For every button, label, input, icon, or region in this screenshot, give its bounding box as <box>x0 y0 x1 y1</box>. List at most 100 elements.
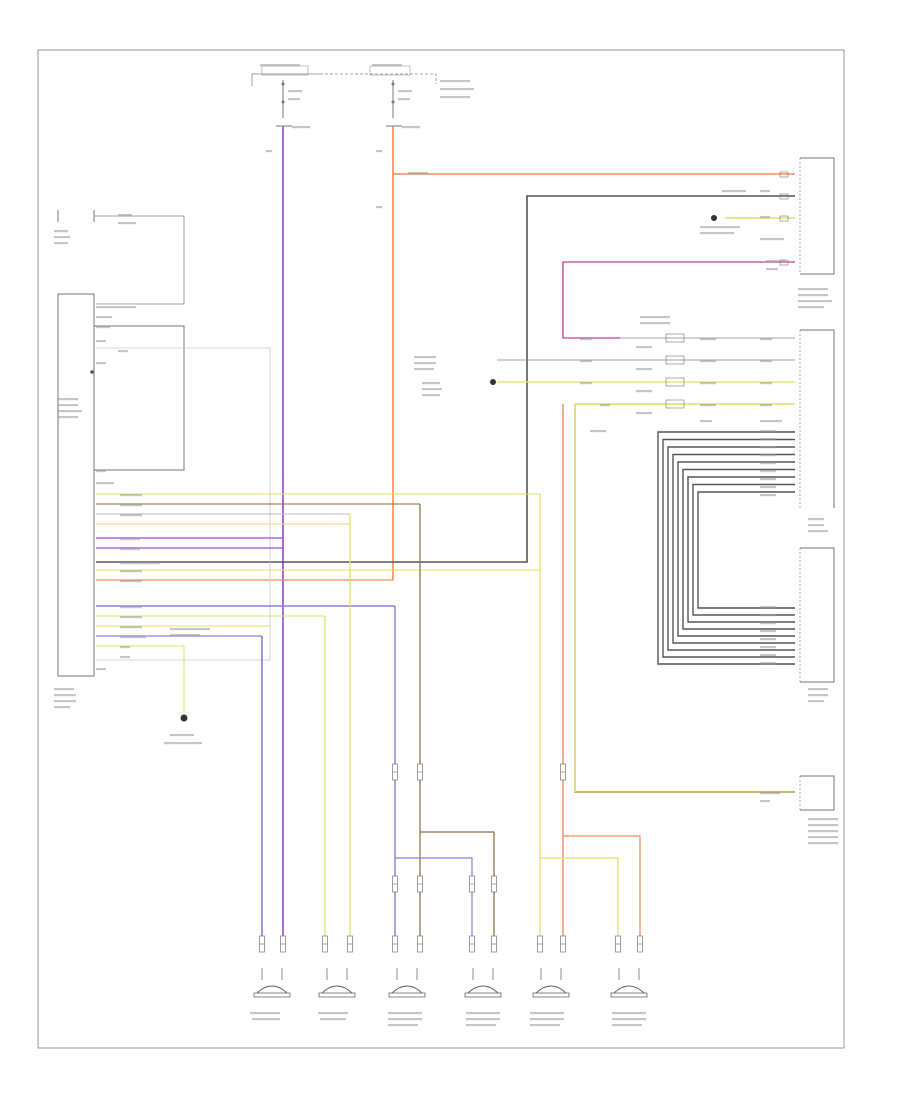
label-mark <box>120 494 142 497</box>
label-mark <box>808 842 838 845</box>
label-mark <box>266 150 272 153</box>
label-mark <box>54 242 68 245</box>
fuse-icon <box>665 377 685 387</box>
label-mark <box>440 96 470 99</box>
connector-icon <box>779 193 789 200</box>
connector-icon <box>779 215 789 222</box>
label-mark <box>700 226 740 229</box>
diagram-frame <box>37 49 845 1049</box>
label-mark <box>170 628 210 631</box>
speaker-base <box>610 992 648 998</box>
label-mark <box>798 288 828 291</box>
label-mark <box>54 700 76 703</box>
label-mark <box>466 1024 496 1027</box>
label-mark <box>164 742 202 745</box>
switch-group-middle <box>490 333 795 409</box>
label-mark <box>58 416 78 419</box>
label-mark <box>120 646 130 649</box>
fuse-top-left <box>251 65 320 127</box>
label-mark <box>808 524 824 527</box>
label-mark <box>260 64 300 67</box>
label-mark <box>760 654 776 657</box>
module-top-right <box>779 157 835 275</box>
label-mark <box>96 316 112 319</box>
label-mark <box>760 486 776 489</box>
label-mark <box>760 190 770 193</box>
label-mark <box>612 1018 646 1021</box>
label-mark <box>118 222 136 225</box>
label-mark <box>760 430 776 433</box>
label-mark <box>252 1018 280 1021</box>
label-mark <box>580 382 592 385</box>
label-mark <box>422 382 440 385</box>
label-mark <box>288 90 302 93</box>
label-mark <box>700 420 712 423</box>
label-mark <box>766 260 786 263</box>
label-mark <box>760 238 784 241</box>
label-mark <box>580 338 592 341</box>
bundle-wire <box>657 431 795 665</box>
label-mark <box>700 360 716 363</box>
label-mark <box>760 792 780 795</box>
label-mark <box>760 494 776 497</box>
label-mark <box>120 538 140 541</box>
label-mark <box>96 326 110 329</box>
label-mark <box>760 614 776 617</box>
speaker-base <box>388 992 426 998</box>
label-mark <box>808 518 824 521</box>
label-mark <box>760 420 782 423</box>
label-mark <box>318 1012 348 1015</box>
label-mark <box>58 404 78 407</box>
label-mark <box>96 482 114 485</box>
label-mark <box>54 236 70 239</box>
label-mark <box>530 1012 564 1015</box>
label-mark <box>170 734 194 737</box>
label-mark <box>466 1012 500 1015</box>
wire-pink-loop <box>562 261 795 339</box>
bundle-wire <box>697 491 795 609</box>
bundle-wire <box>667 446 795 651</box>
label-mark <box>808 530 828 533</box>
label-mark <box>398 90 412 93</box>
label-mark <box>760 404 772 407</box>
label-mark <box>636 390 652 393</box>
label-mark <box>580 360 592 363</box>
label-mark <box>120 570 142 573</box>
label-mark <box>798 294 828 297</box>
label-mark <box>292 126 310 129</box>
label-mark <box>760 646 776 649</box>
label-mark <box>760 360 772 363</box>
label-mark <box>414 368 434 371</box>
label-mark <box>422 388 442 391</box>
label-mark <box>96 306 136 309</box>
bundle-wire <box>692 483 795 616</box>
left-switch-top <box>57 210 185 305</box>
label-mark <box>798 306 824 309</box>
label-mark <box>414 362 436 365</box>
inline-connectors <box>259 763 643 953</box>
label-mark <box>760 454 776 457</box>
wire-bundle-amplifier <box>657 431 795 665</box>
label-mark <box>760 438 776 441</box>
wire-speaker-4a <box>395 857 473 940</box>
label-mark <box>54 230 68 233</box>
label-mark <box>640 322 670 325</box>
bundle-wire <box>687 476 795 623</box>
wire-speaker-4b <box>420 831 495 940</box>
label-mark <box>808 836 838 839</box>
ground-icon <box>711 215 717 221</box>
bundle-wire <box>672 453 795 644</box>
label-mark <box>120 548 140 551</box>
label-mark <box>760 470 776 473</box>
label-mark <box>54 688 74 691</box>
fuse-top-right <box>320 65 437 127</box>
label-mark <box>700 382 716 385</box>
wire-dark-loop <box>96 195 795 563</box>
label-mark <box>398 98 410 101</box>
fuse-icon <box>665 333 685 343</box>
label-mark <box>118 350 128 353</box>
ground-icon <box>490 379 496 385</box>
fuse-icon <box>665 355 685 365</box>
label-mark <box>798 300 832 303</box>
